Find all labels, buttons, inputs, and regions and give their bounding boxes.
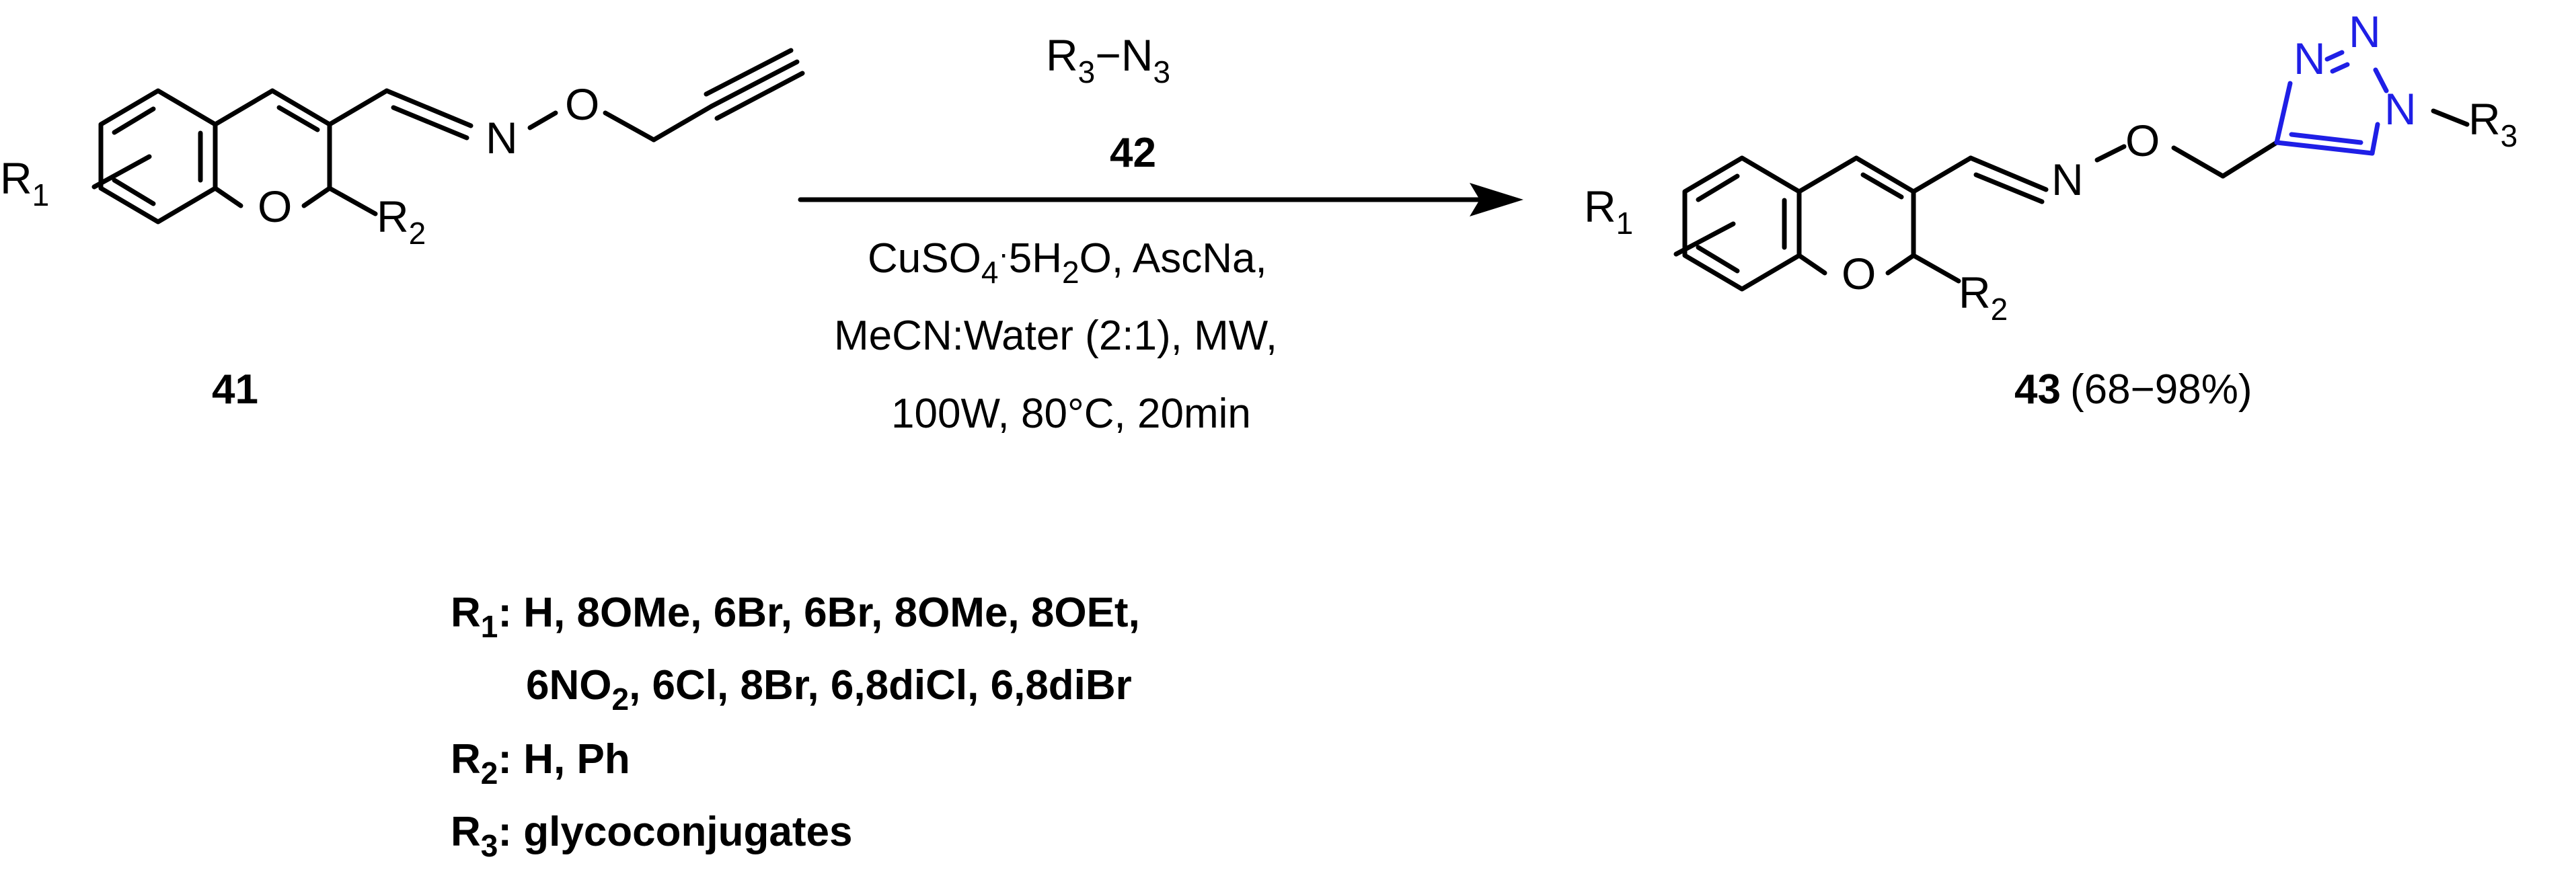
reactant-number: 41: [212, 366, 258, 413]
conditions-line-2: MeCN:Water (2:1), MW,: [834, 313, 1277, 359]
reactant-r2-label: R2: [377, 192, 426, 251]
product-oxime-oxygen: O: [2125, 116, 2160, 165]
triazole-nitrogen-3: N: [2294, 34, 2326, 83]
reactant-41-structure: [91, 48, 805, 225]
reactant-r1-label: R1: [0, 153, 49, 212]
conditions-line-1: CuSO4·5H2O, AscNa,: [868, 235, 1267, 290]
triazole-nitrogen-1: N: [2384, 84, 2417, 134]
substituent-legend: R1: H, 8OMe, 6Br, 6Br, 8OMe, 8OEt, 6NO2,…: [451, 590, 1140, 863]
product-r2-label: R2: [1959, 268, 2008, 327]
reactant-oxime-nitrogen: N: [486, 113, 518, 163]
product-r1-label: R1: [1584, 182, 1633, 241]
product-oxime-nitrogen: N: [2051, 155, 2084, 204]
product-43-structure: [1673, 140, 2279, 292]
azide-reagent-formula: R3−N3: [1046, 30, 1170, 89]
legend-r1-line-2: 6NO2, 6Cl, 8Br, 6,8diCl, 6,8diBr: [526, 662, 1132, 717]
legend-r2: R2: H, Ph: [451, 736, 630, 791]
product-r3-label: R3: [2468, 94, 2517, 153]
triazole-ring: [2274, 50, 2470, 156]
product-ring-oxygen: O: [1842, 249, 1876, 298]
reactant-ring-oxygen: O: [258, 182, 292, 231]
conditions-line-3: 100W, 80°C, 20min: [891, 391, 1251, 437]
legend-r3: R3: glycoconjugates: [451, 809, 852, 863]
reagent-number: 42: [1110, 130, 1156, 176]
triazole-nitrogen-2: N: [2349, 7, 2381, 56]
reaction-arrow: [798, 183, 1523, 216]
reactant-oxime-oxygen: O: [565, 79, 599, 129]
legend-r1-line-1: R1: H, 8OMe, 6Br, 6Br, 8OMe, 8OEt,: [451, 590, 1140, 644]
product-number-and-yield: 43(68−98%): [2014, 366, 2252, 413]
